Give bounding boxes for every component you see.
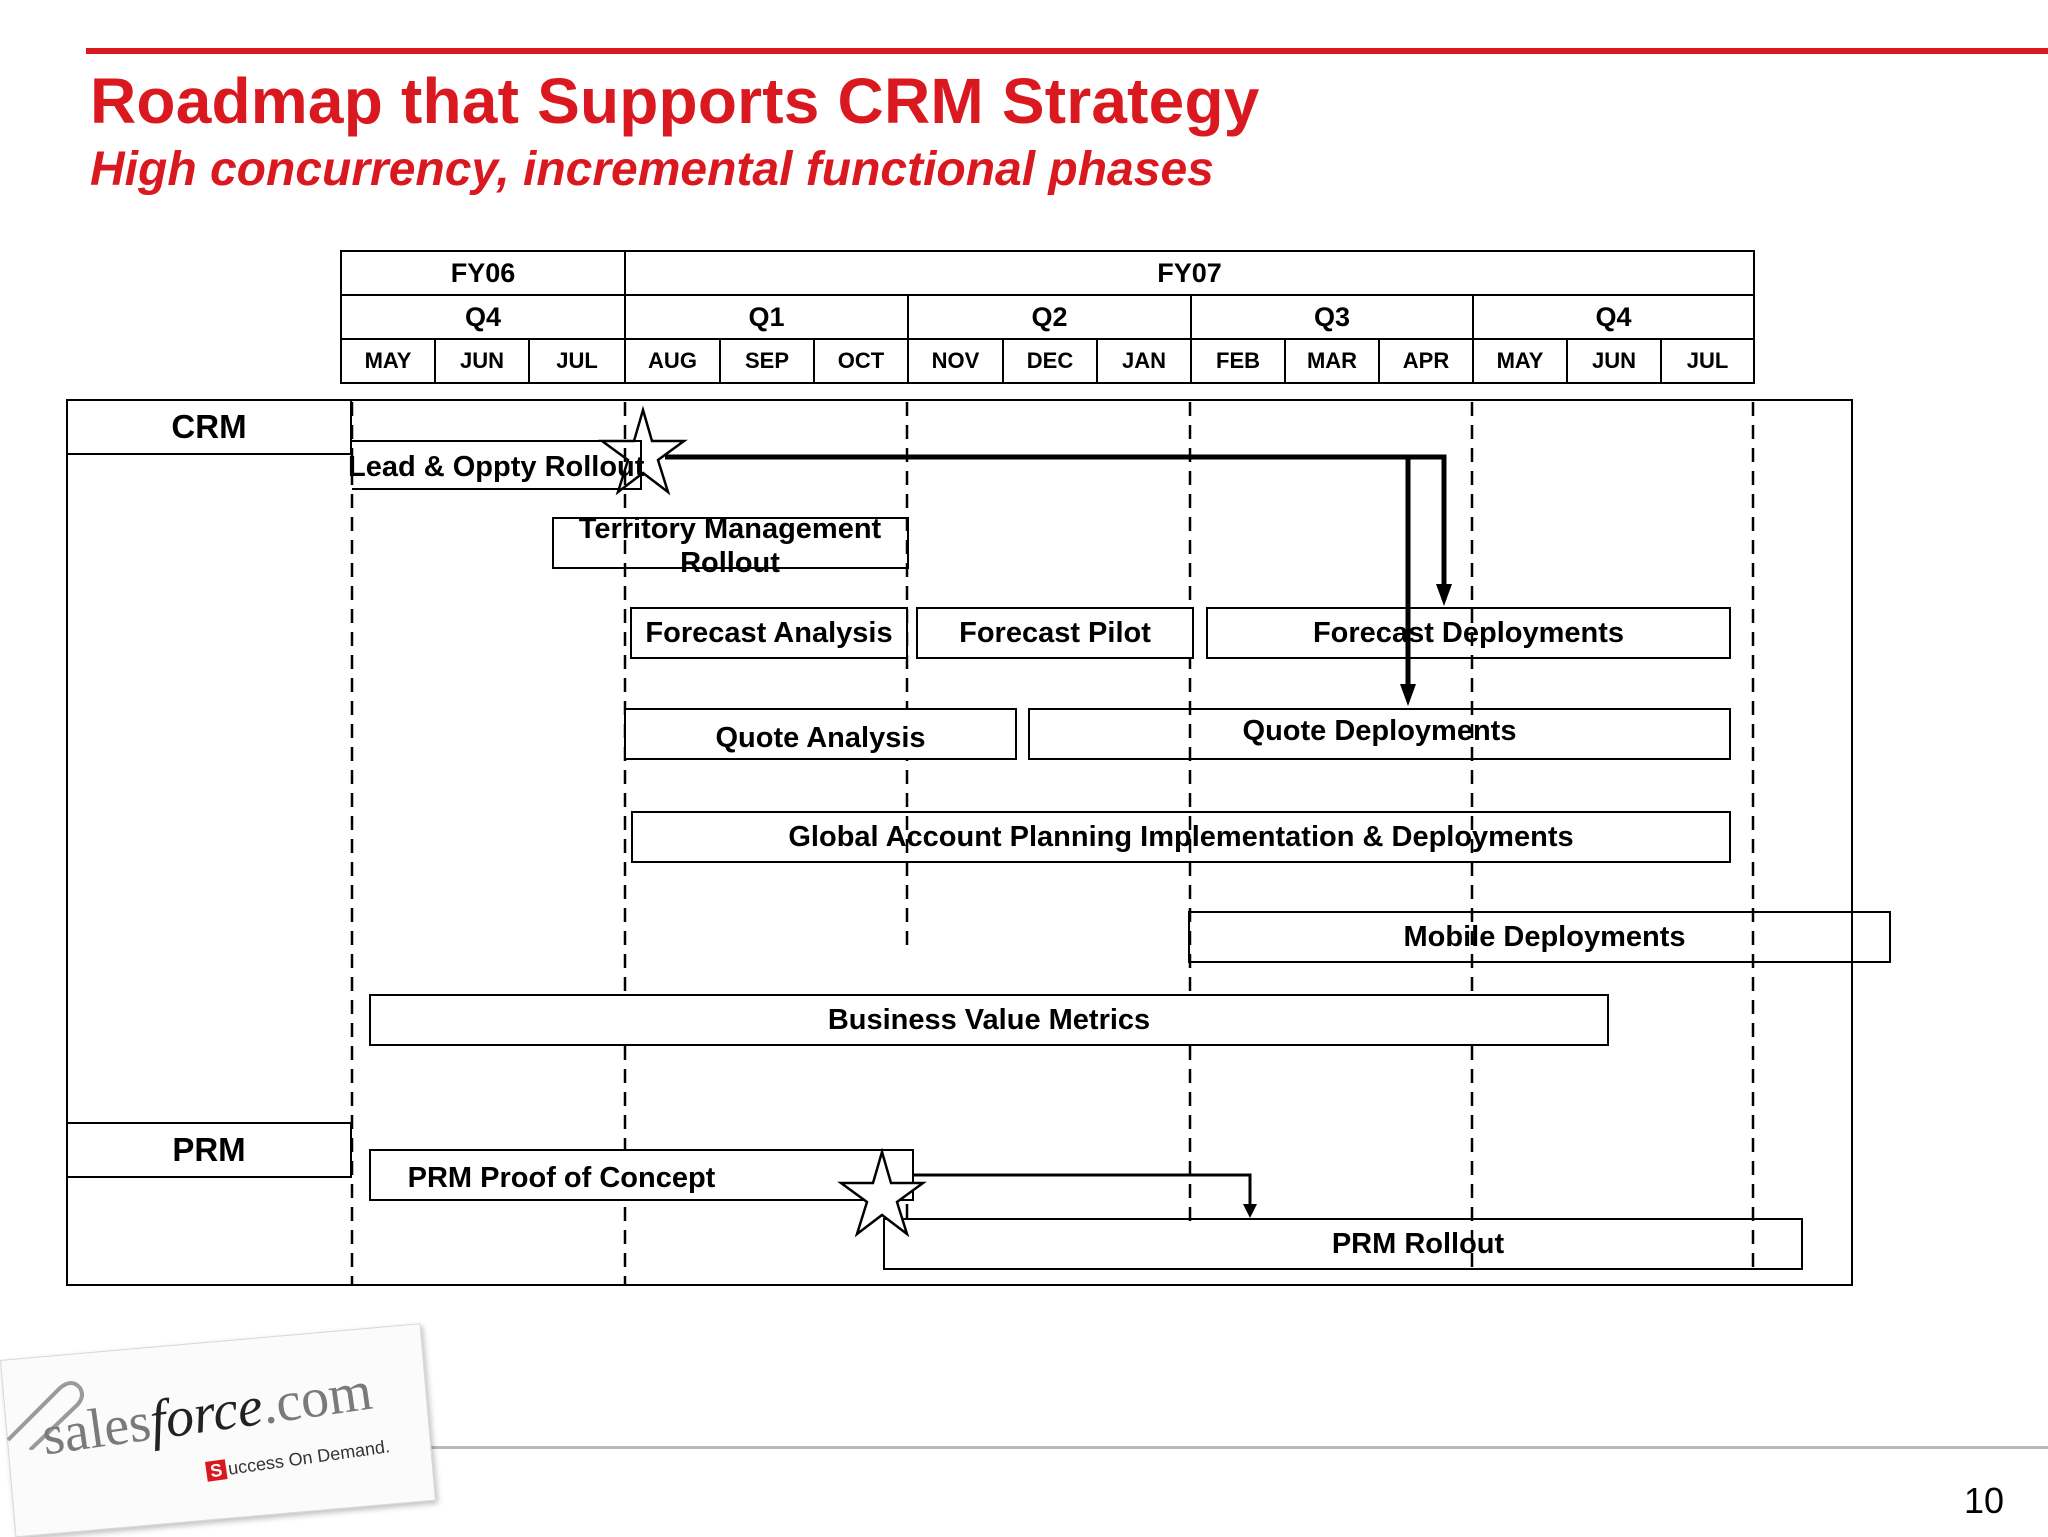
month-cell: APR (1378, 338, 1474, 384)
task-bar-territory-management (552, 517, 909, 569)
task-bar-prm-proof-of-concept: PRM Proof of Concept (369, 1149, 914, 1201)
task-bar-business-value-metrics: Business Value Metrics (369, 994, 1609, 1046)
slide-subtitle: High concurrency, incremental functional… (90, 143, 1214, 196)
month-cell: JUN (434, 338, 530, 384)
month-cell: MAR (1284, 338, 1380, 384)
footer-rule (410, 1446, 2048, 1449)
task-bar-forecast-analysis: Forecast Analysis (630, 607, 908, 659)
logo-s-badge-icon: S (205, 1459, 228, 1482)
task-label-territory-management: Territory Management Rollout (575, 512, 885, 580)
month-cell: JAN (1096, 338, 1192, 384)
roadmap-frame (66, 399, 1853, 1286)
task-bar-forecast-deployments: Forecast Deployments (1206, 607, 1731, 659)
month-cell: JUL (1660, 338, 1755, 384)
task-bar-quote-deployments: Quote Deployments (1028, 708, 1731, 760)
month-cell: DEC (1002, 338, 1098, 384)
task-bar-global-account-planning: Global Account Planning Implementation &… (631, 811, 1731, 863)
task-bar-lead-oppty (352, 440, 642, 490)
month-cell: JUL (528, 338, 626, 384)
arrowhead-prm-rollout (1243, 1204, 1257, 1218)
task-bar-forecast-pilot: Forecast Pilot (916, 607, 1194, 659)
month-cell: NOV (907, 338, 1004, 384)
month-cell: OCT (813, 338, 909, 384)
task-label-lead-oppty: Lead & Oppty Rollout (348, 451, 645, 483)
arrowhead-forecast-deployments (1436, 584, 1452, 606)
top-red-rule (86, 48, 2048, 54)
month-cell: SEP (719, 338, 815, 384)
milestone-star-icon (837, 1147, 927, 1238)
month-cell: MAY (1472, 338, 1568, 384)
month-cell: FEB (1190, 338, 1286, 384)
task-bar-prm-rollout: PRM Rollout (883, 1218, 1803, 1270)
row-label-prm: PRM (66, 1122, 352, 1178)
row-label-crm: CRM (66, 399, 352, 455)
quarter-q4-fy07: Q4 (1472, 294, 1755, 340)
arrow-lead-to-forecast-deployments (665, 454, 1447, 600)
paperclip-icon (6, 1381, 84, 1450)
arrowhead-quote-deployments (1400, 684, 1416, 706)
slide-title: Roadmap that Supports CRM Strategy (90, 65, 1260, 137)
month-cell: JUN (1566, 338, 1662, 384)
task-label-territory-line2: Rollout (680, 547, 780, 579)
task-bar-quote-analysis: Quote Analysis (624, 708, 1017, 760)
milestone-star-icon (598, 405, 688, 496)
month-cell: AUG (624, 338, 721, 384)
task-label-territory-line1: Territory Management (578, 513, 882, 545)
task-bar-mobile-deployments: Mobile Deployments (1188, 911, 1891, 963)
page-number: 10 (1964, 1480, 2005, 1521)
arrow-poc-to-prm-rollout (912, 1173, 1252, 1208)
